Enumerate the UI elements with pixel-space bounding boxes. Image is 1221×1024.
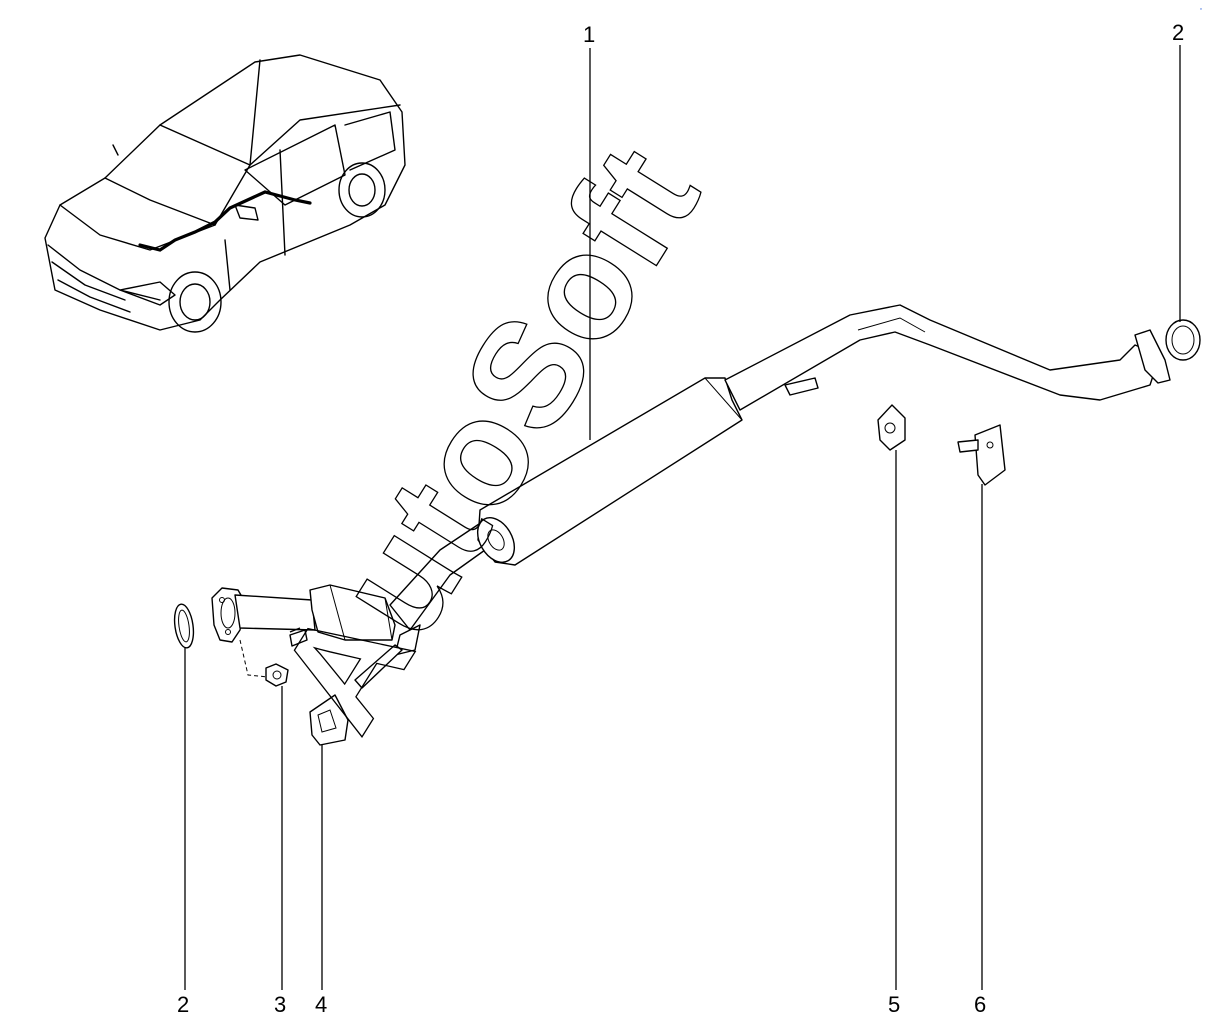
gasket-front — [173, 603, 195, 649]
callout-3: 3 — [274, 992, 286, 1017]
flange-nut — [239, 639, 289, 687]
corner-mark: * — [1200, 8, 1202, 14]
callout-5: 5 — [888, 992, 900, 1017]
exhaust-pipe-assembly — [211, 304, 1171, 689]
car-thumbnail — [44, 54, 406, 333]
callout-2-bottom: 2 — [177, 992, 189, 1017]
callout-2-top: 2 — [1172, 20, 1184, 45]
gasket-rear — [1165, 319, 1201, 361]
mounting-bracket — [957, 424, 1006, 486]
rear-flange — [1134, 329, 1171, 384]
callout-6: 6 — [974, 992, 986, 1017]
callout-1: 1 — [583, 22, 595, 47]
callout-4: 4 — [315, 992, 327, 1017]
callout-numbers: 1 2 2 3 4 5 6 — [177, 20, 1184, 1017]
leader-lines — [184, 45, 1181, 990]
rubber-hanger-front — [309, 694, 349, 746]
rubber-hanger-rear — [877, 404, 906, 451]
